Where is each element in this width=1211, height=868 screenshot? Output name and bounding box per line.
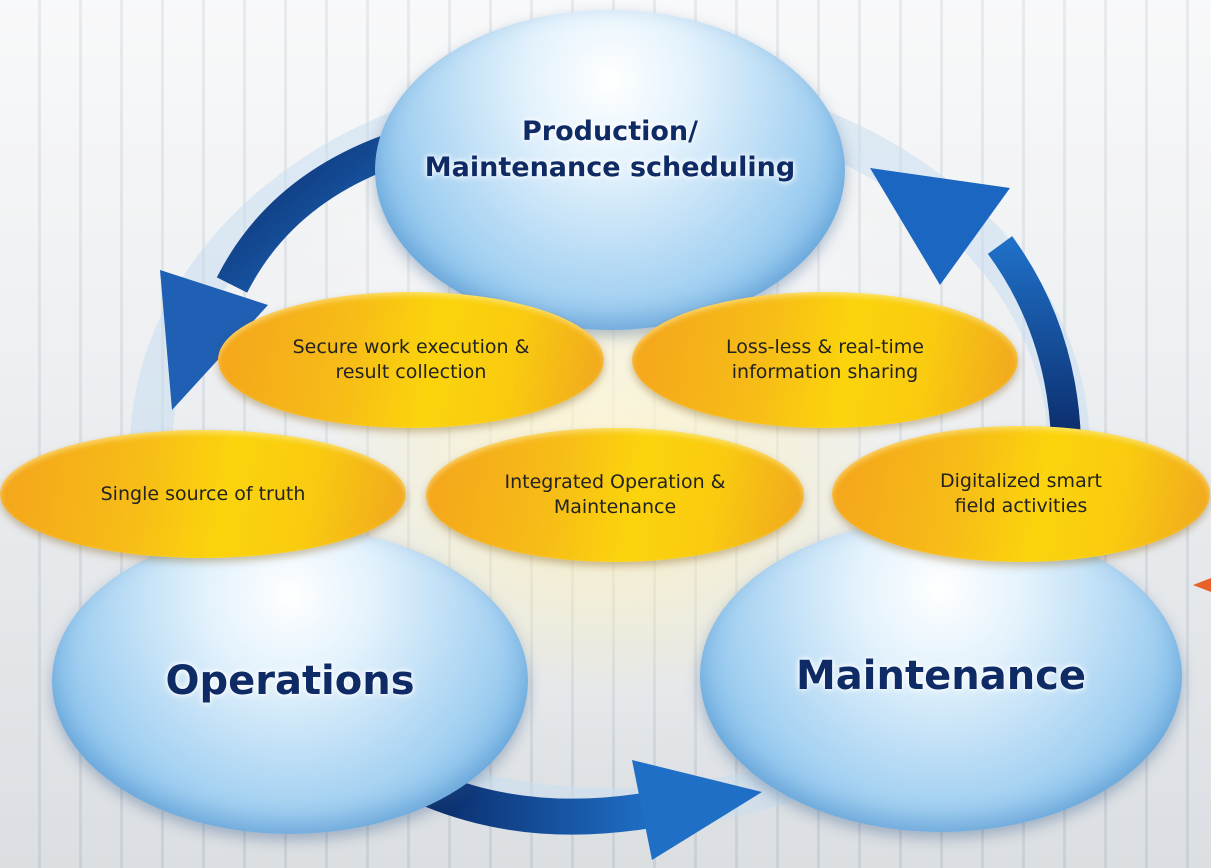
benefit-line1: Secure work execution & xyxy=(292,336,530,358)
maintenance-node: Maintenance xyxy=(700,520,1182,832)
orange-pointer-icon xyxy=(1193,578,1211,592)
production-maintenance-scheduling-node: Production/ Maintenance scheduling xyxy=(375,10,845,330)
integrated-operation-maintenance-benefit: Integrated Operation & Maintenance xyxy=(426,428,804,562)
benefit-line1: Digitalized smart xyxy=(940,470,1102,492)
benefit-label: Single source of truth xyxy=(100,482,306,505)
cycle-arrow-icon xyxy=(870,168,1081,441)
benefit-line2: Maintenance xyxy=(553,496,677,518)
single-source-of-truth-benefit: Single source of truth xyxy=(0,430,406,558)
benefit-line2: information sharing xyxy=(731,361,919,383)
node-title: Maintenance xyxy=(795,653,1087,699)
node-title-line1: Production/ xyxy=(521,116,698,147)
lossless-information-sharing-benefit: Loss-less & real-time information sharin… xyxy=(632,292,1018,428)
benefit-line2: result collection xyxy=(335,361,487,383)
node-title: Operations xyxy=(165,658,415,704)
benefit-line1: Loss-less & real-time xyxy=(726,336,924,358)
operations-node: Operations xyxy=(52,528,528,834)
benefit-line2: field activities xyxy=(954,495,1088,517)
node-title-line2: Maintenance scheduling xyxy=(424,152,796,183)
secure-work-execution-benefit: Secure work execution & result collectio… xyxy=(218,292,604,428)
cycle-arrow-icon xyxy=(425,760,762,860)
benefit-line1: Integrated Operation & xyxy=(504,471,726,493)
cycle-arrow-icon xyxy=(160,133,398,410)
digitalized-field-activities-benefit: Digitalized smart field activities xyxy=(832,426,1210,562)
